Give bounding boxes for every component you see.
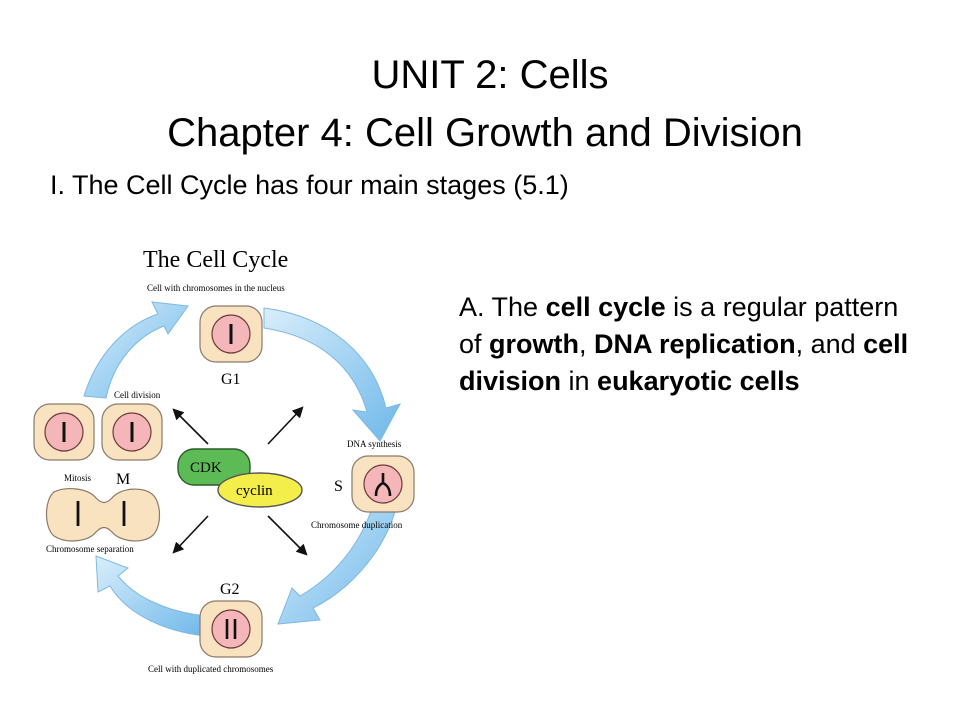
- cycle-arrow-s-to-g2: [277, 485, 401, 625]
- caption-top: Cell with chromosomes in the nucleus: [147, 283, 285, 293]
- term-eukaryotic-cells: eukaryotic cells: [597, 366, 800, 396]
- phase-label-s: S: [334, 478, 343, 495]
- phase-label-g1: G1: [221, 371, 241, 388]
- caption-dna-synthesis: DNA synthesis: [347, 439, 402, 449]
- caption-cell-division: Cell division: [114, 390, 161, 400]
- caption-mitosis: Mitosis: [64, 473, 92, 483]
- phase-label-g2: G2: [220, 581, 240, 598]
- cyclin-label: cyclin: [236, 483, 273, 499]
- dividing-cell: [45, 488, 161, 542]
- term-dna-replication: DNA replication: [594, 329, 796, 359]
- title-line-2: Chapter 4: Cell Growth and Division: [167, 111, 803, 155]
- cycle-arrow-m-to-g1: [83, 301, 189, 399]
- caption-chromosome-duplication: Chromosome duplication: [311, 520, 403, 530]
- cdk-cyclin-complex: [177, 448, 303, 508]
- cdk-label: CDK: [190, 460, 222, 476]
- term-cell-cycle: cell cycle: [545, 292, 666, 322]
- cycle-arrow-g2-to-m: [95, 555, 207, 637]
- body-text: A. The: [459, 292, 546, 322]
- title-line-1: UNIT 2: Cells: [371, 53, 609, 97]
- body-text: is a regular pattern of: [459, 292, 899, 359]
- body-paragraph: A. The cell cycle is a regular pattern o…: [459, 289, 919, 400]
- caption-chromosome-separation: Chromosome separation: [46, 544, 134, 554]
- s-phase-cell: [351, 455, 415, 513]
- cell-cycle-diagram: The Cell Cycle Cell with chromosomes in …: [33, 247, 415, 674]
- regulation-arrows: [172, 406, 308, 556]
- term-growth: growth: [489, 329, 580, 359]
- daughter-cell-right: [101, 403, 163, 461]
- subheading: I. The Cell Cycle has four main stages (…: [50, 170, 569, 200]
- body-text: in: [561, 366, 598, 396]
- g2-cell: [199, 600, 263, 658]
- body-text: , and: [795, 329, 864, 359]
- caption-bottom: Cell with duplicated chromosomes: [148, 664, 274, 674]
- term-cell-division: cell division: [459, 329, 909, 396]
- body-text: ,: [579, 329, 595, 359]
- cycle-arrow-g1-to-s: [263, 307, 402, 442]
- phase-label-m: M: [116, 471, 130, 488]
- daughter-cell-left: [33, 403, 95, 461]
- g1-cell: [199, 305, 263, 363]
- diagram-heading: The Cell Cycle: [143, 247, 288, 273]
